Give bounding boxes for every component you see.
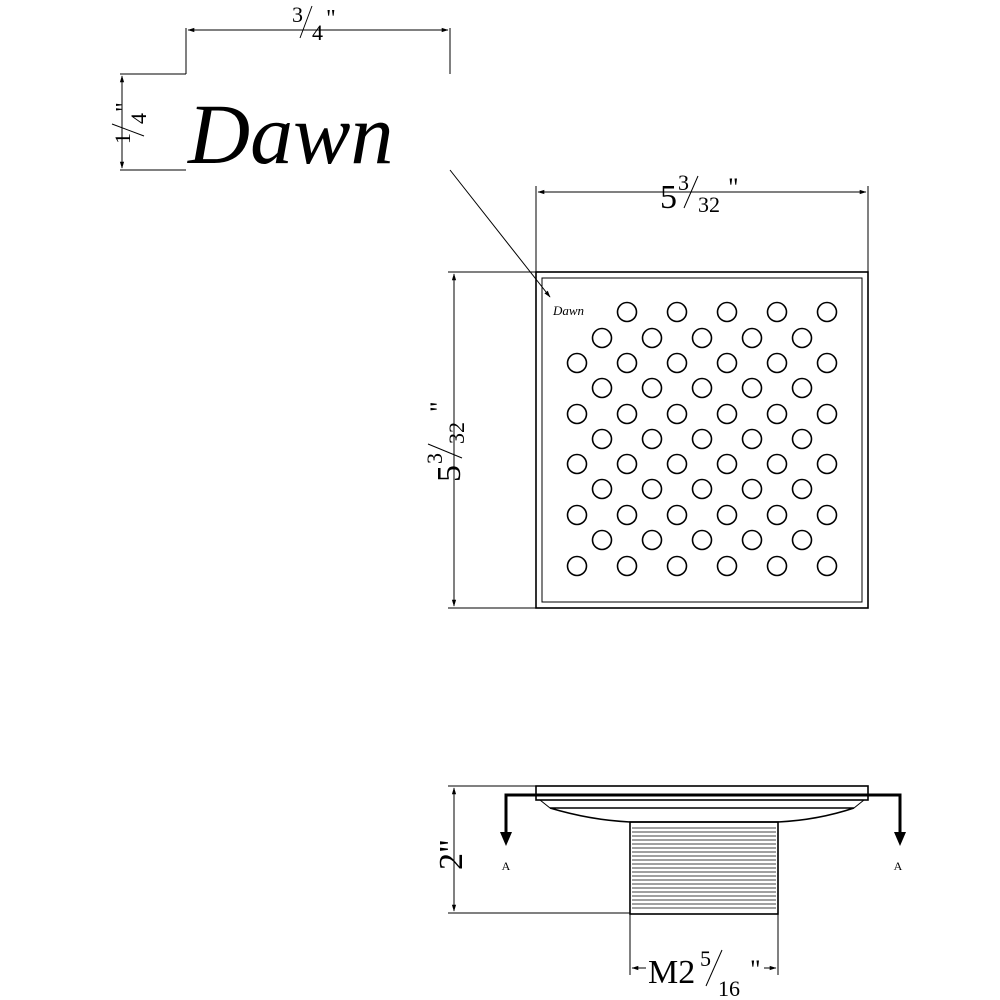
grate-hole [791, 478, 813, 500]
grate-height-unit: " [425, 401, 454, 412]
thread-dimension: M2 5 16 " [629, 914, 779, 1000]
grate-height-whole: 5 [431, 465, 468, 482]
grate-hole [591, 327, 613, 349]
grate-hole [666, 301, 688, 323]
grate-hole [691, 377, 713, 399]
grate-height-num: 3 [422, 453, 447, 464]
grate-hole [741, 327, 763, 349]
thread-whole: M2 [648, 954, 695, 991]
thread-num: 5 [700, 946, 711, 971]
drain-body [535, 785, 869, 915]
grate-hole [766, 555, 788, 577]
grate-hole [716, 301, 738, 323]
thread-unit: " [750, 955, 761, 984]
grate-hole [766, 352, 788, 374]
drain-height-label: 2" [433, 839, 470, 870]
grate-hole [716, 504, 738, 526]
grate-logo: Dawn [552, 303, 584, 318]
grate-hole [566, 453, 588, 475]
grate-hole [766, 403, 788, 425]
grate-hole [566, 352, 588, 374]
grate-hole [816, 403, 838, 425]
grate-hole [566, 555, 588, 577]
grate-hole [791, 327, 813, 349]
grate-hole [591, 428, 613, 450]
grate-hole [666, 453, 688, 475]
grate-hole [741, 529, 763, 551]
grate-hole [816, 504, 838, 526]
grate-height-dimension: 5 3 32 " [422, 271, 536, 609]
grate-width-dimension: 5 3 32 " [535, 170, 869, 272]
grate-hole [766, 453, 788, 475]
grate-hole [616, 453, 638, 475]
section-label-left: A [502, 859, 511, 873]
grate-hole [766, 504, 788, 526]
grate-height-den: 32 [444, 422, 469, 444]
grate-hole [566, 504, 588, 526]
grate-hole [641, 478, 663, 500]
logo-width-unit: " [326, 6, 336, 32]
grate-hole [816, 453, 838, 475]
grate-hole [791, 377, 813, 399]
grate-inner-frame [541, 277, 863, 603]
grate-hole [591, 377, 613, 399]
drain-height-dimension: 2" [433, 785, 630, 914]
grate-hole [616, 504, 638, 526]
grate-hole [641, 428, 663, 450]
grate-hole [716, 352, 738, 374]
logo-width-num: 3 [292, 2, 303, 27]
grate-width-unit: " [728, 173, 739, 202]
grate-hole [591, 478, 613, 500]
grate-hole [641, 377, 663, 399]
logo-height-dimension: 1 4 " [110, 73, 186, 171]
grate-hole [691, 529, 713, 551]
grate-hole [616, 301, 638, 323]
grate-width-whole: 5 [660, 179, 677, 216]
thread-den: 16 [718, 976, 740, 1000]
grate-hole [666, 352, 688, 374]
grate-hole [791, 529, 813, 551]
section-line-a-a: A A [500, 793, 906, 873]
logo-height-den: 4 [126, 113, 151, 124]
grate-holes [566, 301, 838, 577]
grate-hole [666, 504, 688, 526]
grate-width-num: 3 [678, 170, 689, 195]
grate-hole [791, 428, 813, 450]
grate-hole [741, 478, 763, 500]
grate-hole [566, 403, 588, 425]
grate-outer-frame [535, 271, 869, 609]
grate-hole [716, 403, 738, 425]
logo-leader-line [449, 169, 551, 298]
grate-hole [666, 555, 688, 577]
grate-hole [716, 555, 738, 577]
logo-width-den: 4 [312, 20, 323, 45]
grate-hole [691, 428, 713, 450]
grate-hole [616, 352, 638, 374]
grate-hole [641, 327, 663, 349]
grate-hole [666, 403, 688, 425]
grate-hole [816, 301, 838, 323]
grate-hole [616, 403, 638, 425]
grate-hole [741, 377, 763, 399]
grate-width-den: 32 [698, 192, 720, 217]
grate-hole [691, 327, 713, 349]
logo-width-dimension: 3 4 " [185, 2, 451, 74]
logo-height-num: 1 [110, 133, 135, 144]
grate-hole [691, 478, 713, 500]
grate-hole [716, 453, 738, 475]
grate-hole [816, 352, 838, 374]
section-label-right: A [894, 859, 903, 873]
grate-hole [766, 301, 788, 323]
dawn-logo: Dawn [187, 86, 393, 182]
grate-hole [741, 428, 763, 450]
logo-height-unit: " [112, 102, 138, 112]
grate-hole [816, 555, 838, 577]
grate-hole [591, 529, 613, 551]
grate-hole [641, 529, 663, 551]
grate-hole [616, 555, 638, 577]
